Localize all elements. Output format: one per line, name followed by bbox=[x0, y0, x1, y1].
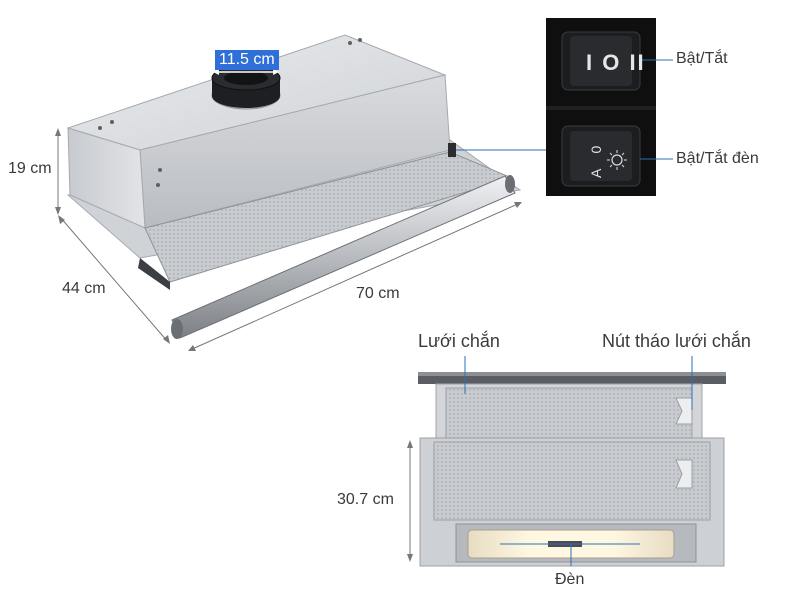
hood-handle-end-right bbox=[505, 175, 515, 193]
front-height-dimension-line bbox=[407, 440, 413, 562]
height-label: 19 cm bbox=[8, 160, 52, 177]
light-bulb-icon bbox=[611, 154, 623, 166]
width-dimension-line bbox=[188, 202, 522, 351]
filter-release-label: Nút tháo lưới chắn bbox=[602, 331, 751, 351]
light-rays-icon bbox=[607, 150, 627, 170]
hood-front-view bbox=[418, 372, 726, 567]
width-label: 70 cm bbox=[356, 285, 400, 302]
light-switch-rocker bbox=[561, 125, 641, 187]
hood-handle-end bbox=[171, 319, 183, 339]
switch-panel-divider bbox=[546, 106, 656, 110]
filter-release-clip-upper bbox=[675, 397, 693, 425]
power-switch-label: Bật/Tắt bbox=[676, 50, 728, 67]
duct-arrow-left bbox=[213, 69, 219, 75]
filter-label: Lưới chắn bbox=[418, 331, 500, 351]
lower-filter-mesh bbox=[433, 441, 711, 521]
front-height-label: 30.7 cm bbox=[337, 491, 394, 508]
depth-label: 44 cm bbox=[62, 280, 106, 297]
hood-tray-recess bbox=[138, 258, 170, 290]
duct-diameter-label: 11.5 cm bbox=[215, 50, 279, 70]
light-label: Đèn bbox=[555, 571, 585, 588]
switch-location-marker bbox=[448, 143, 456, 157]
light-switch-symbol: A 0 bbox=[588, 139, 604, 178]
light-switch-label: Bật/Tắt đèn bbox=[676, 150, 759, 167]
power-switch-symbol: I O II bbox=[586, 50, 646, 75]
power-switch-rocker bbox=[561, 31, 641, 91]
height-dimension-line bbox=[55, 128, 61, 215]
upper-filter-mesh bbox=[445, 387, 693, 439]
hood-screws bbox=[98, 38, 362, 187]
duct-arrow-right bbox=[273, 69, 279, 75]
filter-release-clip-lower bbox=[675, 459, 693, 489]
depth-dimension-line bbox=[58, 215, 170, 344]
